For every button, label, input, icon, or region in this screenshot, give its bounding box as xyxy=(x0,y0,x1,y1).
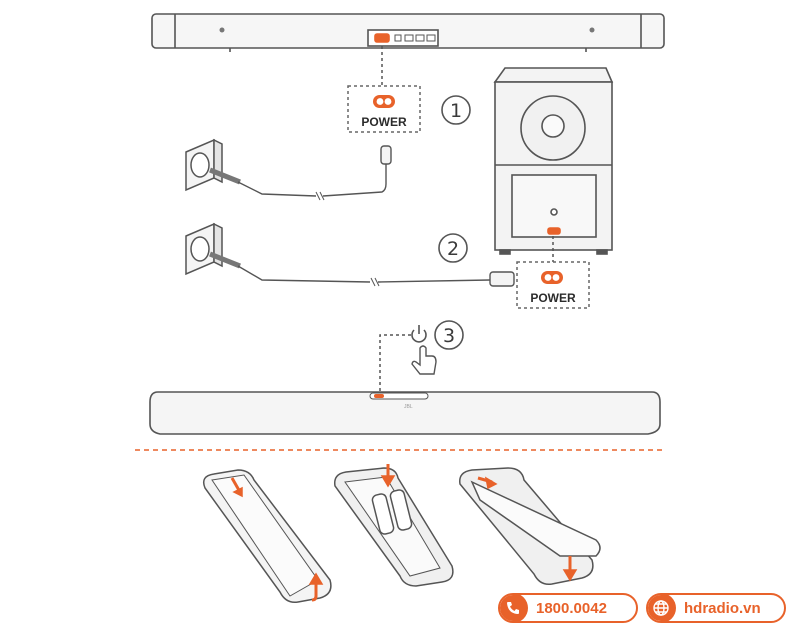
step-1-badge: 1 xyxy=(441,95,471,125)
power-cord-1 xyxy=(237,145,392,201)
phone-number: 1800.0042 xyxy=(536,599,607,617)
step-1-number: 1 xyxy=(450,100,462,122)
remote-battery-insert xyxy=(333,464,454,587)
step-2-badge: 2 xyxy=(438,233,468,263)
soundbar-front: JBL xyxy=(149,391,661,435)
power-port-callout-1: POWER xyxy=(347,85,421,133)
power-port-callout-2: POWER xyxy=(516,261,590,309)
power-icon xyxy=(411,325,427,343)
remote-cover-removal xyxy=(202,469,332,604)
power-cord-2 xyxy=(237,265,515,287)
globe-icon xyxy=(648,595,676,621)
finger-press-icon xyxy=(411,345,437,375)
website-url: hdradio.vn xyxy=(684,599,761,617)
subwoofer xyxy=(493,67,614,255)
wall-outlet-2 xyxy=(185,222,241,276)
wall-outlet-1 xyxy=(185,138,241,192)
power-socket-icon xyxy=(373,95,395,108)
power-label-1: POWER xyxy=(361,115,407,129)
connector-dash xyxy=(379,334,411,392)
remote-cover-replace xyxy=(459,467,601,586)
power-label-2: POWER xyxy=(530,291,576,305)
phone-icon xyxy=(500,595,528,621)
step-3-number: 3 xyxy=(443,325,455,347)
phone-pill[interactable]: 1800.0042 xyxy=(498,593,638,623)
step-3-badge: 3 xyxy=(434,320,464,350)
soundbar-logo: JBL xyxy=(404,404,413,410)
soundbar-rear xyxy=(151,13,665,52)
power-socket-icon xyxy=(541,271,563,284)
step-2-number: 2 xyxy=(447,238,459,260)
website-pill[interactable]: hdradio.vn xyxy=(646,593,786,623)
